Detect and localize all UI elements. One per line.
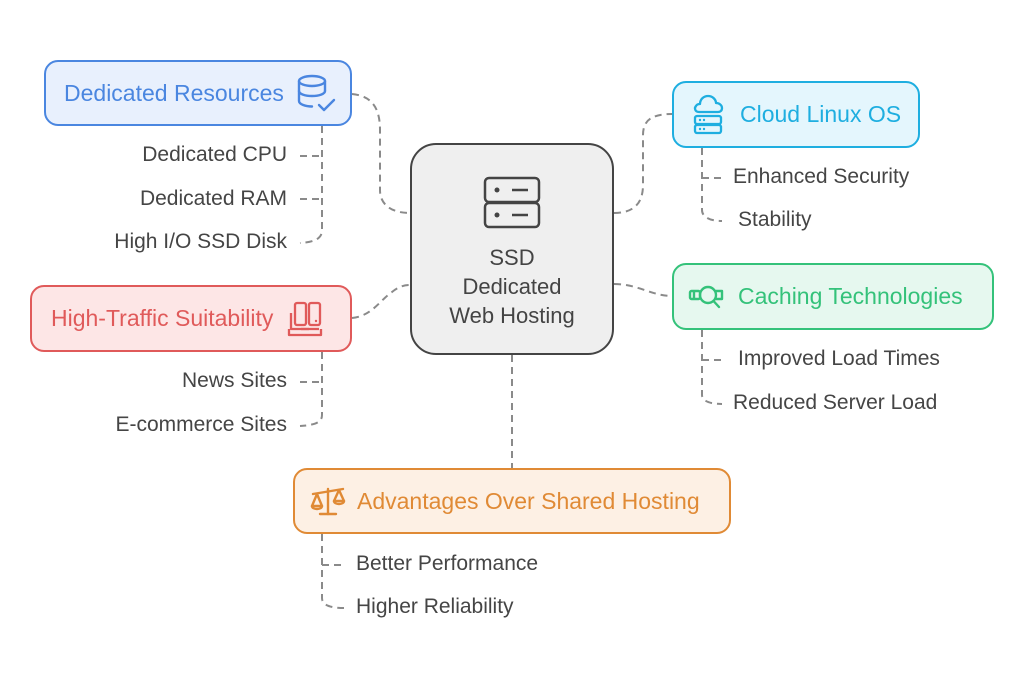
- central-title-line: SSD: [489, 245, 535, 270]
- node-cloud-linux-os[interactable]: Cloud Linux OS: [672, 81, 920, 148]
- node-label: Advantages Over Shared Hosting: [357, 487, 700, 514]
- leaf-high-io-ssd-disk: High I/O SSD Disk: [114, 230, 287, 253]
- connector-center-caching: [613, 283, 673, 297]
- scale-icon: [310, 487, 346, 516]
- leaf-stability: Stability: [738, 208, 812, 231]
- database-check-icon: [297, 74, 336, 112]
- node-label: Cloud Linux OS: [740, 101, 902, 127]
- node-label: Dedicated Resources: [64, 79, 284, 106]
- leaf-news-sites: News Sites: [181, 369, 287, 392]
- central-node-title: SSD Dedicated Web Hosting: [449, 243, 575, 330]
- node-dedicated-resources[interactable]: Dedicated Resources: [44, 60, 352, 126]
- node-advantages-over-shared-hosting[interactable]: Advantages Over Shared Hosting: [293, 468, 731, 534]
- connector-center-cloud-linux: [613, 113, 673, 214]
- leaf-e-commerce-sites: E-commerce Sites: [115, 413, 287, 436]
- node-caching-technologies[interactable]: Caching Technologies: [672, 263, 994, 330]
- connector-high-traffic-children: [299, 352, 323, 427]
- server-icon: [483, 176, 541, 229]
- node-label: High-Traffic Suitability: [51, 305, 274, 331]
- central-title-line: Web Hosting: [449, 303, 575, 328]
- connector-dedicated-children: [299, 126, 323, 244]
- node-label: Caching Technologies: [738, 283, 963, 309]
- leaf-higher-reliability: Higher Reliability: [356, 595, 514, 618]
- cloud-server-icon: [693, 94, 724, 134]
- connector-center-high-traffic: [351, 284, 411, 319]
- devices-icon: [288, 301, 323, 336]
- leaf-dedicated-cpu: Dedicated CPU: [142, 143, 287, 166]
- leaf-better-performance: Better Performance: [356, 552, 539, 575]
- connector-cloud-children: [701, 148, 723, 222]
- leaf-improved-load-times: Improved Load Times: [738, 347, 940, 370]
- node-high-traffic-suitability[interactable]: High-Traffic Suitability: [30, 285, 352, 352]
- connector-caching-children: [701, 330, 723, 405]
- cache-search-icon: [688, 285, 724, 308]
- connector-advantages-children: [321, 534, 345, 609]
- connector-center-dedicated-resources: [351, 93, 411, 214]
- leaf-reduced-server-load: Reduced Server Load: [733, 391, 938, 414]
- leaf-dedicated-ram: Dedicated RAM: [139, 187, 287, 210]
- leaf-enhanced-security: Enhanced Security: [733, 165, 910, 188]
- central-node[interactable]: SSD Dedicated Web Hosting: [410, 143, 614, 355]
- central-title-line: Dedicated: [462, 274, 562, 299]
